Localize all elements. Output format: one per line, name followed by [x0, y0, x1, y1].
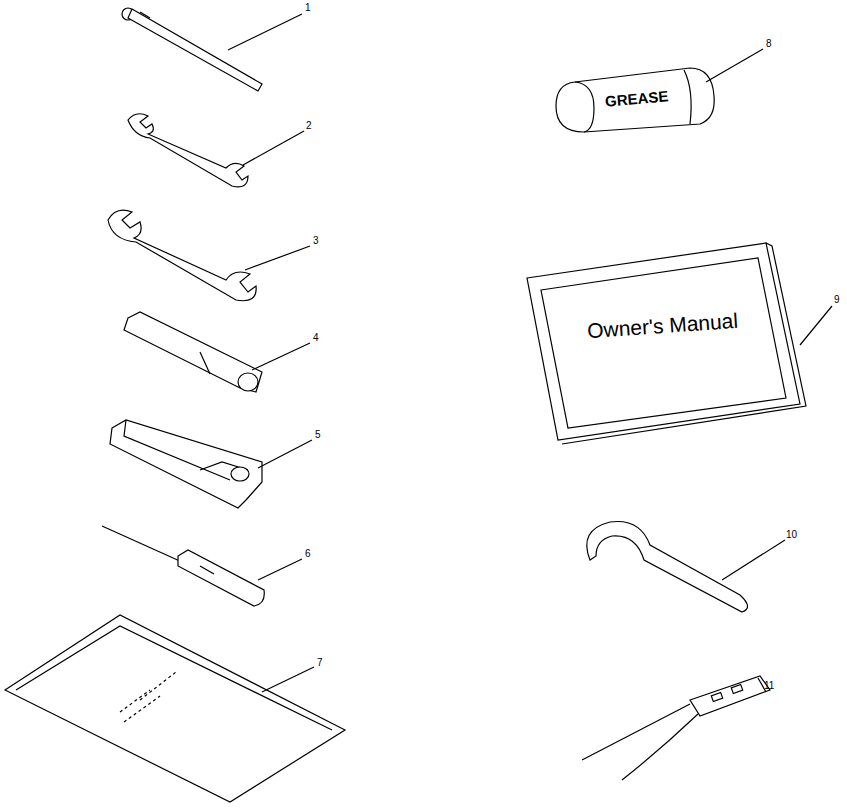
callout-number: 2	[306, 121, 312, 131]
box-wrench	[124, 312, 310, 392]
wire-clip	[582, 676, 770, 780]
callout-number: 11	[764, 681, 774, 691]
callout-number: 10	[786, 530, 797, 540]
callout-number: 4	[313, 333, 319, 343]
callout-number: 6	[305, 549, 311, 559]
callout-number: 9	[834, 295, 840, 305]
callout-number: 5	[315, 430, 321, 440]
hook-spanner	[587, 521, 785, 612]
callout-number: 3	[313, 236, 319, 246]
grease-tube	[556, 49, 763, 132]
open-wrench	[108, 210, 310, 301]
callout-number: 1	[305, 3, 311, 13]
screwdriver	[102, 526, 302, 606]
plastic-bag	[5, 615, 345, 802]
callout-number: 7	[317, 658, 323, 668]
owners-manual	[527, 243, 832, 444]
rod-tool	[122, 8, 302, 91]
open-wrench	[128, 114, 304, 187]
plug-tool	[110, 420, 312, 508]
callout-number: 8	[766, 39, 772, 49]
